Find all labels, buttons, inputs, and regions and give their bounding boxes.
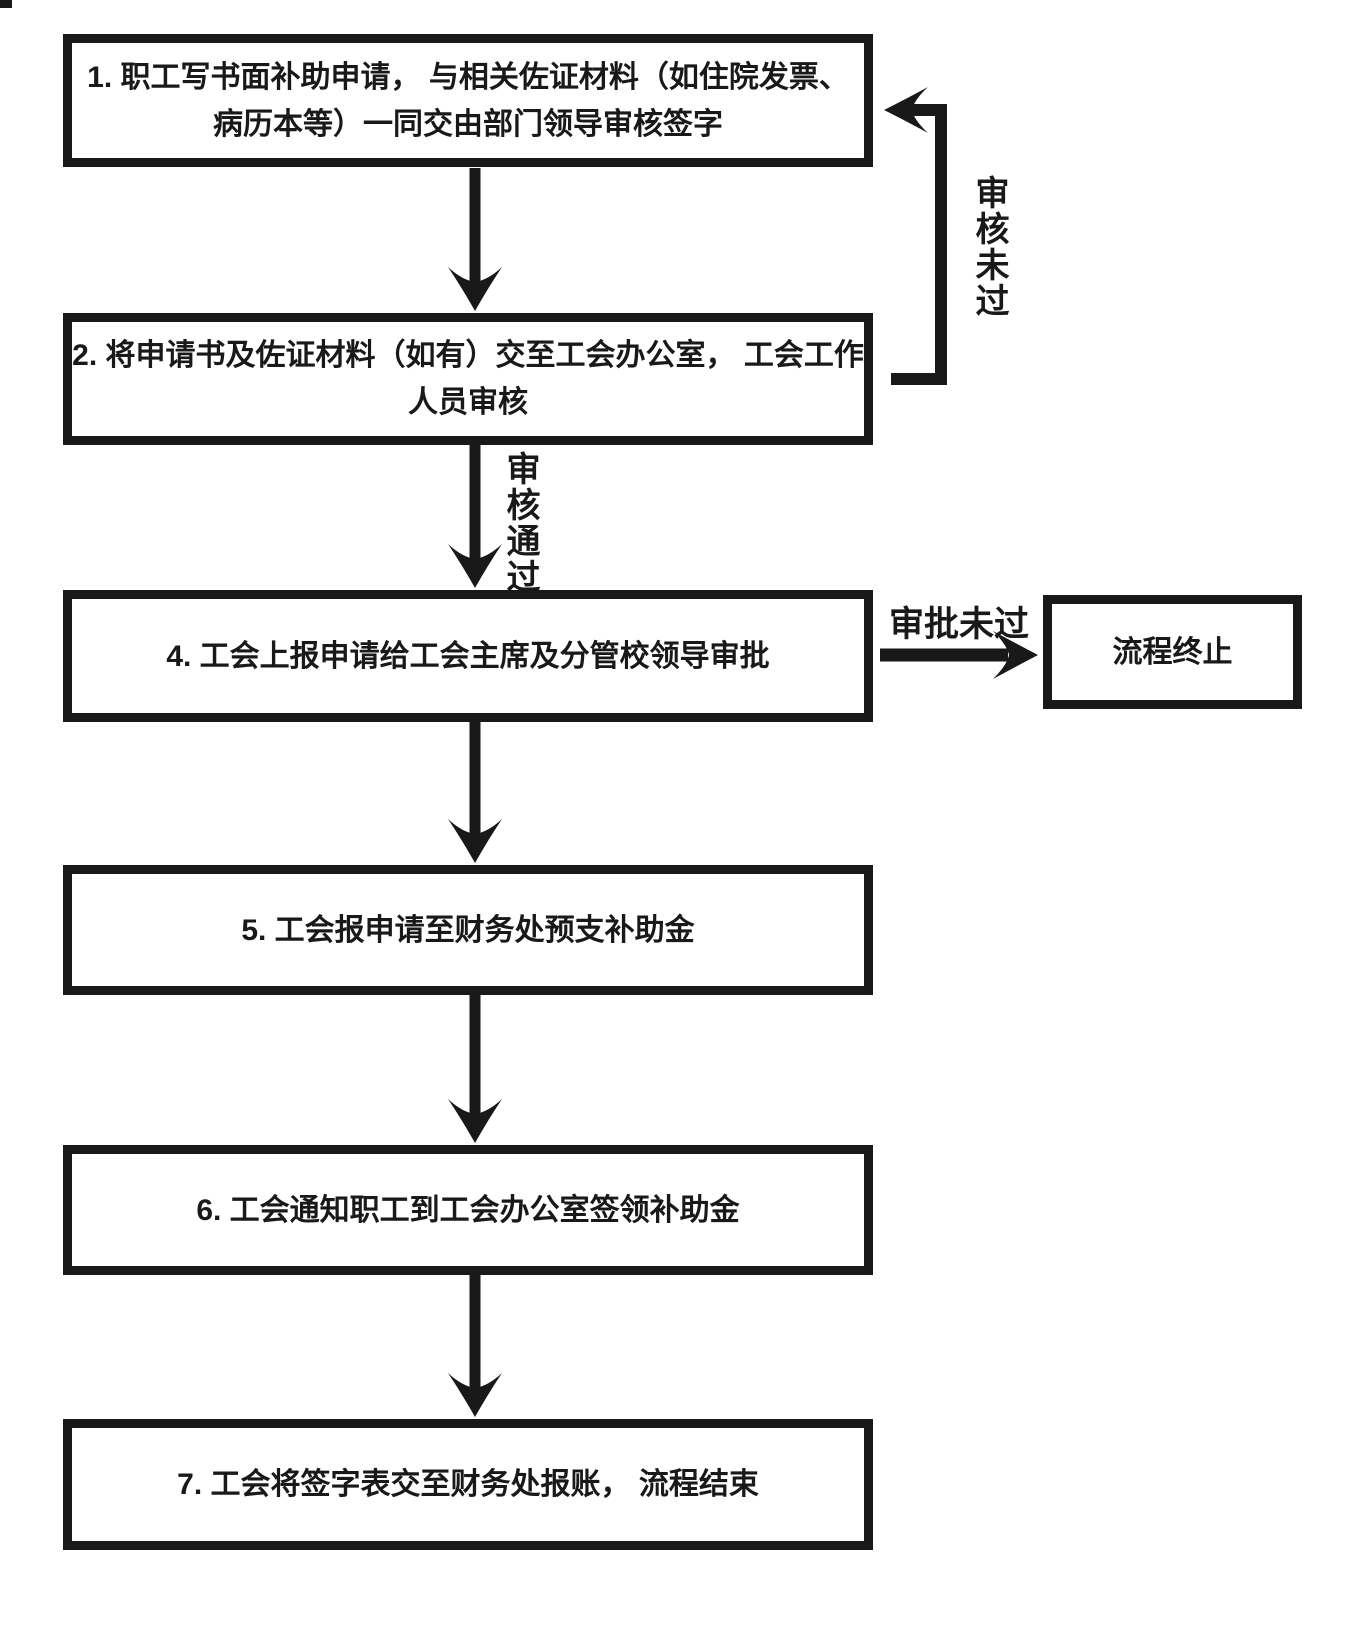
flow-step-1-label: 1. 职工写书面补助申请， 与相关佐证材料（如住院发票、 病历本等）一同交由部门…: [87, 60, 849, 141]
cropped-corner-artifact: [0, 0, 12, 8]
edge-label-approval-failed: 审批未过: [889, 605, 1030, 644]
arrow-step6-to-step7: [448, 1274, 502, 1417]
flow-terminate-box: 流程终止: [1043, 595, 1302, 709]
flow-step-7-box: 7. 工会将签字表交至财务处报账， 流程结束: [63, 1419, 873, 1550]
arrow-feedback-review-failed: [884, 87, 947, 385]
flow-step-1-box: 1. 职工写书面补助申请， 与相关佐证材料（如住院发票、 病历本等）一同交由部门…: [63, 34, 873, 167]
arrow-step2-to-step4: [448, 444, 502, 588]
flow-step-6-label: 6. 工会通知职工到工会办公室签领补助金: [196, 1193, 740, 1227]
flow-step-5-label: 5. 工会报申请至财务处预支补助金: [241, 913, 695, 947]
edge-label-review-failed: 审核未过: [970, 175, 1008, 319]
flow-step-7-label: 7. 工会将签字表交至财务处报账， 流程结束: [177, 1468, 759, 1501]
arrow-step4-to-step5: [448, 721, 502, 863]
arrow-step5-to-step6: [448, 994, 502, 1143]
flow-step-5-box: 5. 工会报申请至财务处预支补助金: [63, 865, 873, 995]
arrow-step1-to-step2: [448, 168, 502, 311]
flow-step-4-label: 4. 工会上报申请给工会主席及分管校领导审批: [166, 639, 770, 673]
flow-terminate-label: 流程终止: [1112, 635, 1233, 669]
edge-label-review-passed: 审核通过: [501, 451, 539, 595]
flow-step-2-box: 2. 将申请书及佐证材料（如有）交至工会办公室， 工会工作 人员审核: [63, 313, 873, 445]
flow-step-2-label: 2. 将申请书及佐证材料（如有）交至工会办公室， 工会工作 人员审核: [72, 339, 864, 419]
flow-step-6-box: 6. 工会通知职工到工会办公室签领补助金: [63, 1145, 873, 1275]
flow-step-4-box: 4. 工会上报申请给工会主席及分管校领导审批: [63, 590, 873, 722]
